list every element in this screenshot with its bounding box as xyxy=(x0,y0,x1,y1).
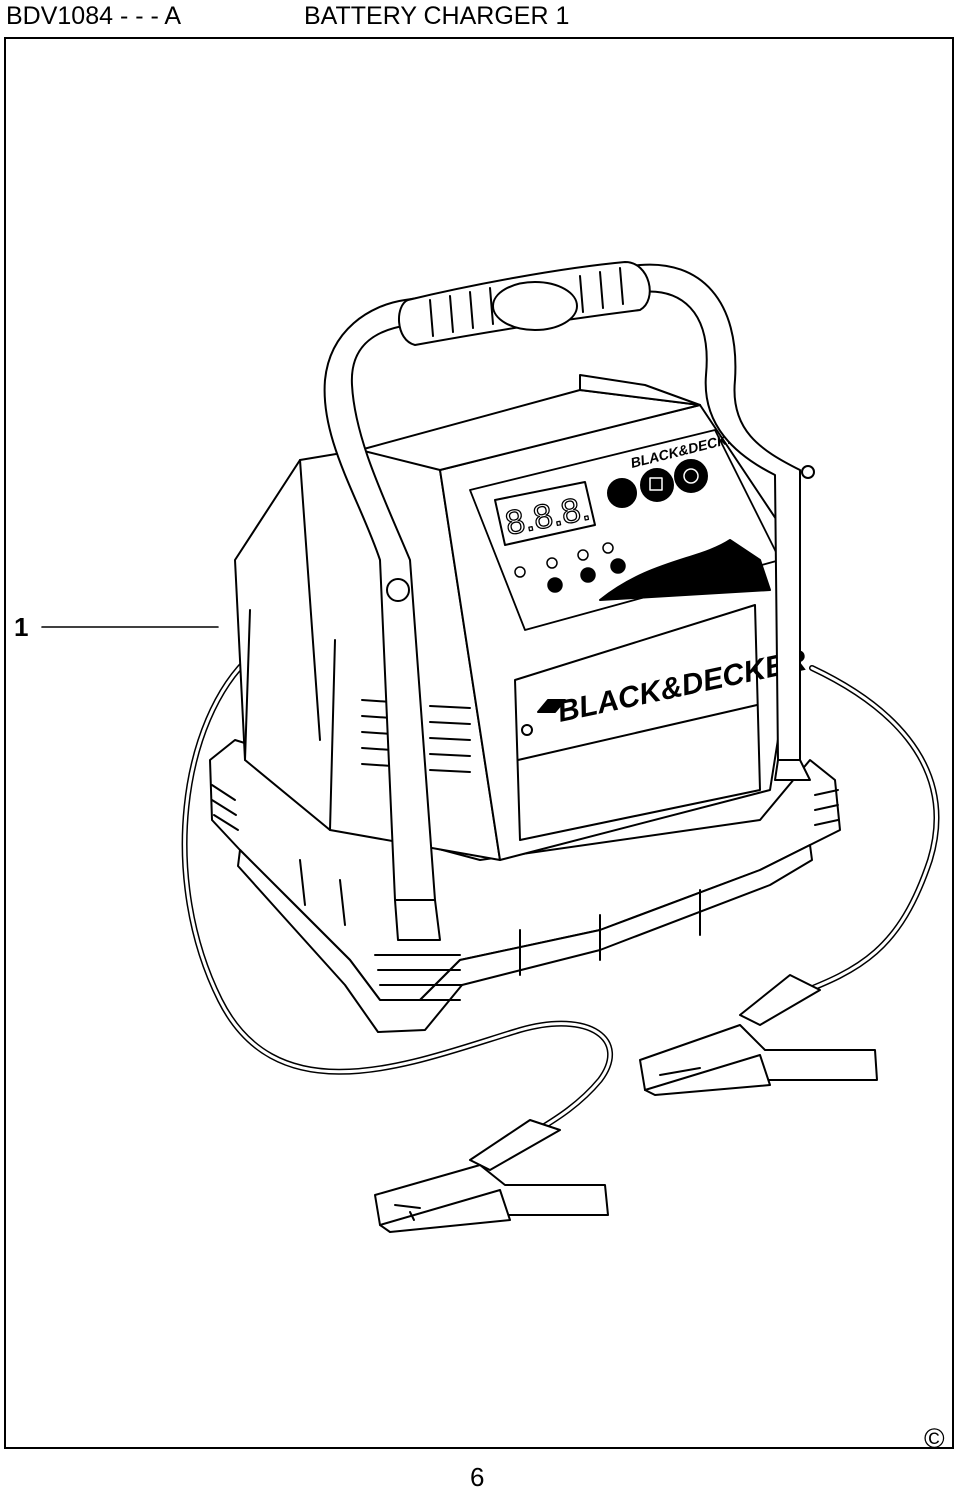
battery-clamp-left xyxy=(374,1119,609,1233)
page-number: 6 xyxy=(470,1462,485,1492)
charger-cable-right xyxy=(792,665,940,998)
indicator-leds xyxy=(514,542,626,593)
callout-number: 1 xyxy=(14,612,29,642)
carry-handle xyxy=(323,261,815,941)
charger-cable-left xyxy=(181,652,614,1138)
lcd-display: 8.8.8. xyxy=(494,481,596,546)
document-title: BATTERY CHARGER 1 xyxy=(304,2,570,30)
copyright-symbol: © xyxy=(924,1423,945,1454)
control-buttons xyxy=(599,459,771,601)
document-model-code: BDV1084 - - - A xyxy=(6,2,182,30)
figure-frame xyxy=(4,37,954,1449)
battery-clamp-right xyxy=(639,974,878,1096)
